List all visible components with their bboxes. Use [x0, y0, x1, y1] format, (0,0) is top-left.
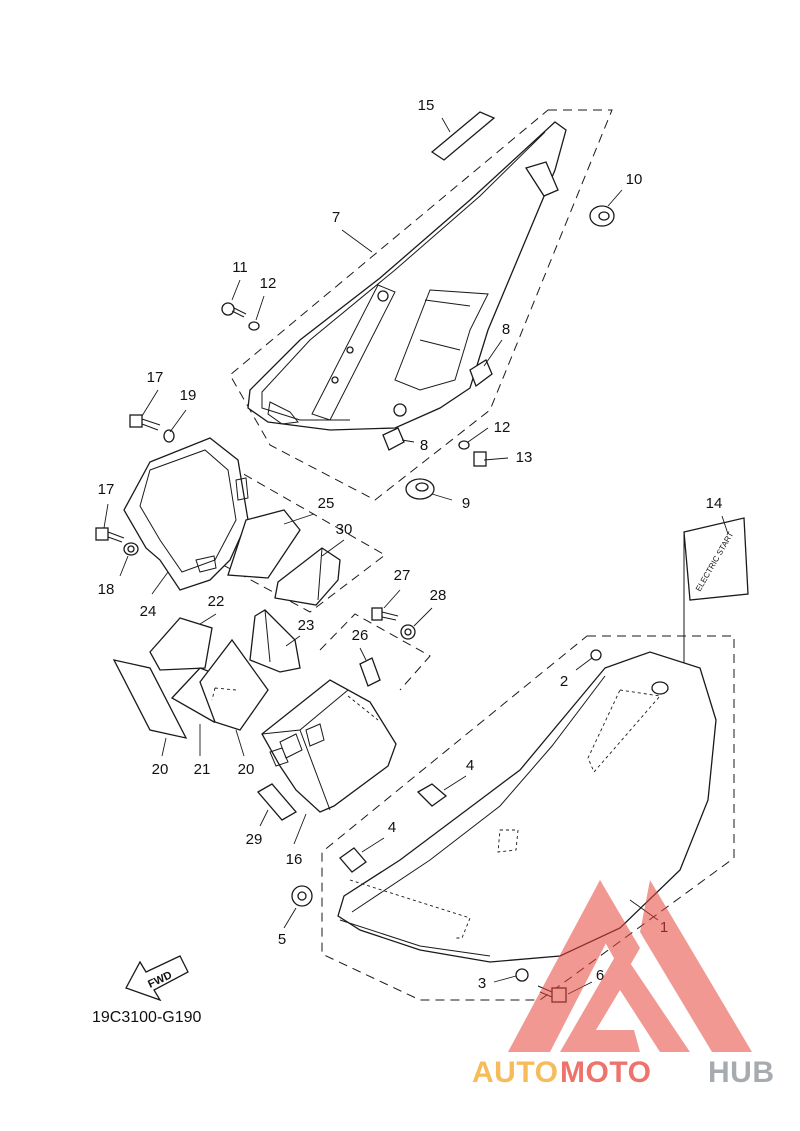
damper-4-upper	[416, 783, 448, 807]
damper-8-right	[469, 359, 493, 388]
callout-12-upper: 12	[260, 275, 277, 292]
callout-13: 13	[516, 449, 533, 466]
callout-22: 22	[208, 593, 225, 610]
callout-17-lower: 17	[98, 481, 115, 498]
watermark-logo-icon	[508, 880, 752, 1052]
callout-6: 6	[596, 967, 604, 984]
fwd-arrow: FWD	[125, 955, 189, 1002]
callout-4-lower: 4	[388, 819, 396, 836]
side-cover-7-strip	[311, 284, 396, 421]
callout-20-left: 20	[152, 761, 169, 778]
callout-11: 11	[232, 259, 248, 276]
callout-8-lower: 8	[420, 437, 428, 454]
grommet-hole	[393, 403, 407, 417]
decal-15	[430, 111, 496, 161]
holder-24-slot	[195, 477, 249, 573]
grommet-10	[589, 205, 615, 227]
upper-group-boundary	[229, 109, 613, 501]
callout-16: 16	[286, 851, 303, 868]
side-cover-1-hole	[651, 681, 669, 695]
watermark-auto: AUTO	[472, 1056, 558, 1089]
lower-right-boundary	[321, 635, 735, 1001]
callout-30: 30	[336, 521, 353, 538]
pin-lower	[267, 401, 299, 425]
callout-27: 27	[394, 567, 411, 584]
clip-26	[359, 657, 381, 687]
grommet-9	[405, 478, 435, 500]
nut-13	[473, 451, 487, 467]
side-cover-7-inner	[261, 131, 546, 421]
damper-8-lower	[382, 427, 405, 451]
callout-28: 28	[430, 587, 447, 604]
callout-25: 25	[318, 495, 335, 512]
side-cover-1-dots2	[497, 829, 519, 853]
collar-2	[590, 649, 602, 661]
callout-3: 3	[478, 975, 486, 992]
callout-9: 9	[462, 495, 470, 512]
collar-3	[515, 968, 529, 982]
box-16-top	[261, 689, 349, 811]
callout-2: 2	[560, 673, 568, 690]
callout-26: 26	[352, 627, 369, 644]
callout-20-right: 20	[238, 761, 255, 778]
sheet-20-right	[199, 638, 269, 731]
collar-28	[400, 624, 416, 640]
sheet-20-left	[112, 659, 188, 739]
screw-27	[371, 607, 399, 621]
callout-labels: 15 10 7 11 12 8 17 19 12 13 8 9 17 25 30…	[98, 97, 723, 992]
side-cover-1-ridge	[339, 675, 606, 957]
side-cover-7	[247, 121, 567, 431]
pin-upper	[524, 161, 559, 197]
watermark-hub: HUB	[708, 1056, 775, 1089]
lower-group-boundary	[319, 613, 431, 691]
hole-2	[346, 346, 354, 354]
callout-4-upper: 4	[466, 757, 474, 774]
side-cover-7-rib	[394, 289, 489, 391]
holder-24	[123, 437, 249, 591]
watermark-moto: MOTO	[560, 1056, 651, 1089]
callout-8-upper: 8	[502, 321, 510, 338]
box-16-tabs	[269, 723, 325, 767]
box-16	[261, 679, 397, 813]
washer-12-lower	[458, 440, 470, 450]
screw-17-upper	[129, 414, 161, 431]
callout-17-upper: 17	[147, 369, 164, 386]
callout-12-lower: 12	[494, 419, 511, 436]
decal-14: ELECTRIC START	[683, 517, 749, 760]
watermark-text: AUTO MOTO HUB	[472, 1056, 775, 1089]
grommet-5	[291, 885, 313, 907]
pad-29	[256, 783, 298, 821]
callout-15: 15	[418, 97, 435, 114]
callout-5: 5	[278, 931, 286, 948]
callout-18: 18	[98, 581, 115, 598]
pad-22	[149, 617, 213, 671]
callout-23: 23	[298, 617, 315, 634]
callout-21: 21	[194, 761, 211, 778]
diagram-code: 19C3100-G190	[92, 1009, 202, 1026]
middle-group-boundary	[139, 451, 386, 613]
side-cover-1	[337, 651, 717, 963]
callout-19: 19	[180, 387, 197, 404]
callout-7: 7	[332, 209, 340, 226]
pad-30-fold	[317, 547, 323, 601]
side-cover-1-dots	[349, 689, 661, 939]
damper-4-lower	[339, 847, 367, 873]
washer-19	[163, 429, 175, 443]
pad-23	[249, 609, 301, 673]
collar-18	[123, 542, 139, 556]
hole-3	[331, 376, 339, 384]
hole-1	[377, 290, 389, 302]
screw-17-lower	[95, 527, 125, 543]
box-16-dot	[347, 695, 379, 721]
callout-10: 10	[626, 171, 643, 188]
screw-11	[221, 302, 247, 318]
pad-25	[227, 509, 301, 579]
callout-24: 24	[140, 603, 157, 620]
side-cover-7-rib2	[419, 299, 471, 351]
washer-12-upper	[248, 321, 260, 331]
callout-29: 29	[246, 831, 263, 848]
callout-14: 14	[706, 495, 723, 512]
